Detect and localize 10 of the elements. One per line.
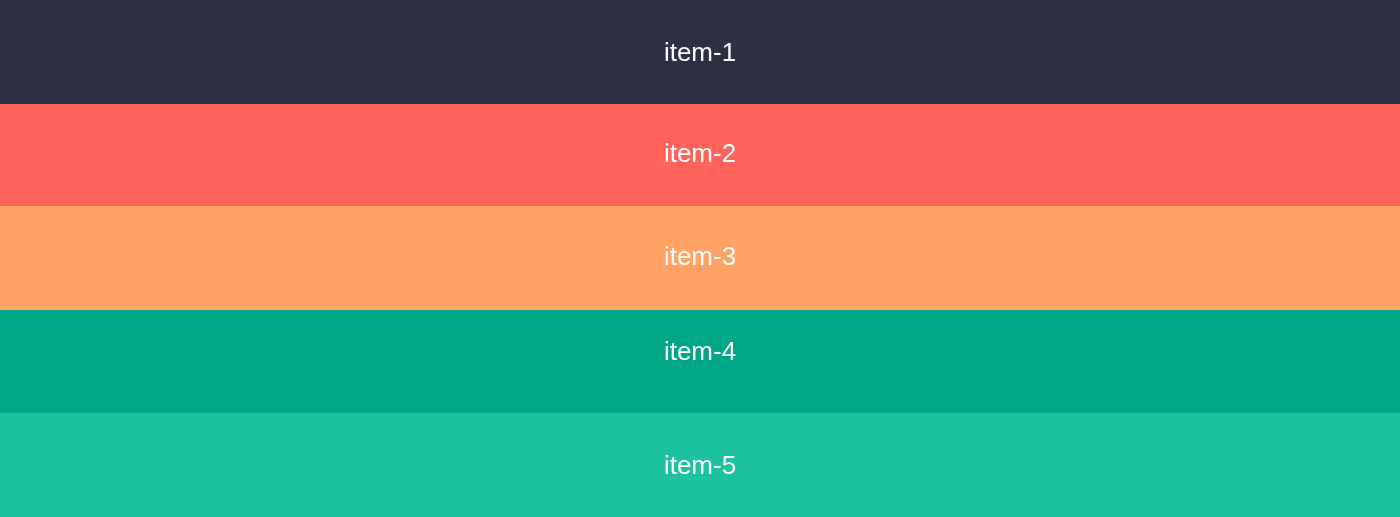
color-band [0, 0, 1400, 104]
band-label: item-2 [663, 138, 737, 168]
band-label: item-3 [663, 241, 737, 271]
color-band [0, 206, 1400, 310]
band-label: item-4 [663, 336, 737, 366]
color-band [0, 310, 1400, 413]
color-band [0, 104, 1400, 206]
band-label: item-5 [663, 450, 737, 480]
band-label: item-1 [663, 37, 737, 67]
color-band [0, 413, 1400, 517]
